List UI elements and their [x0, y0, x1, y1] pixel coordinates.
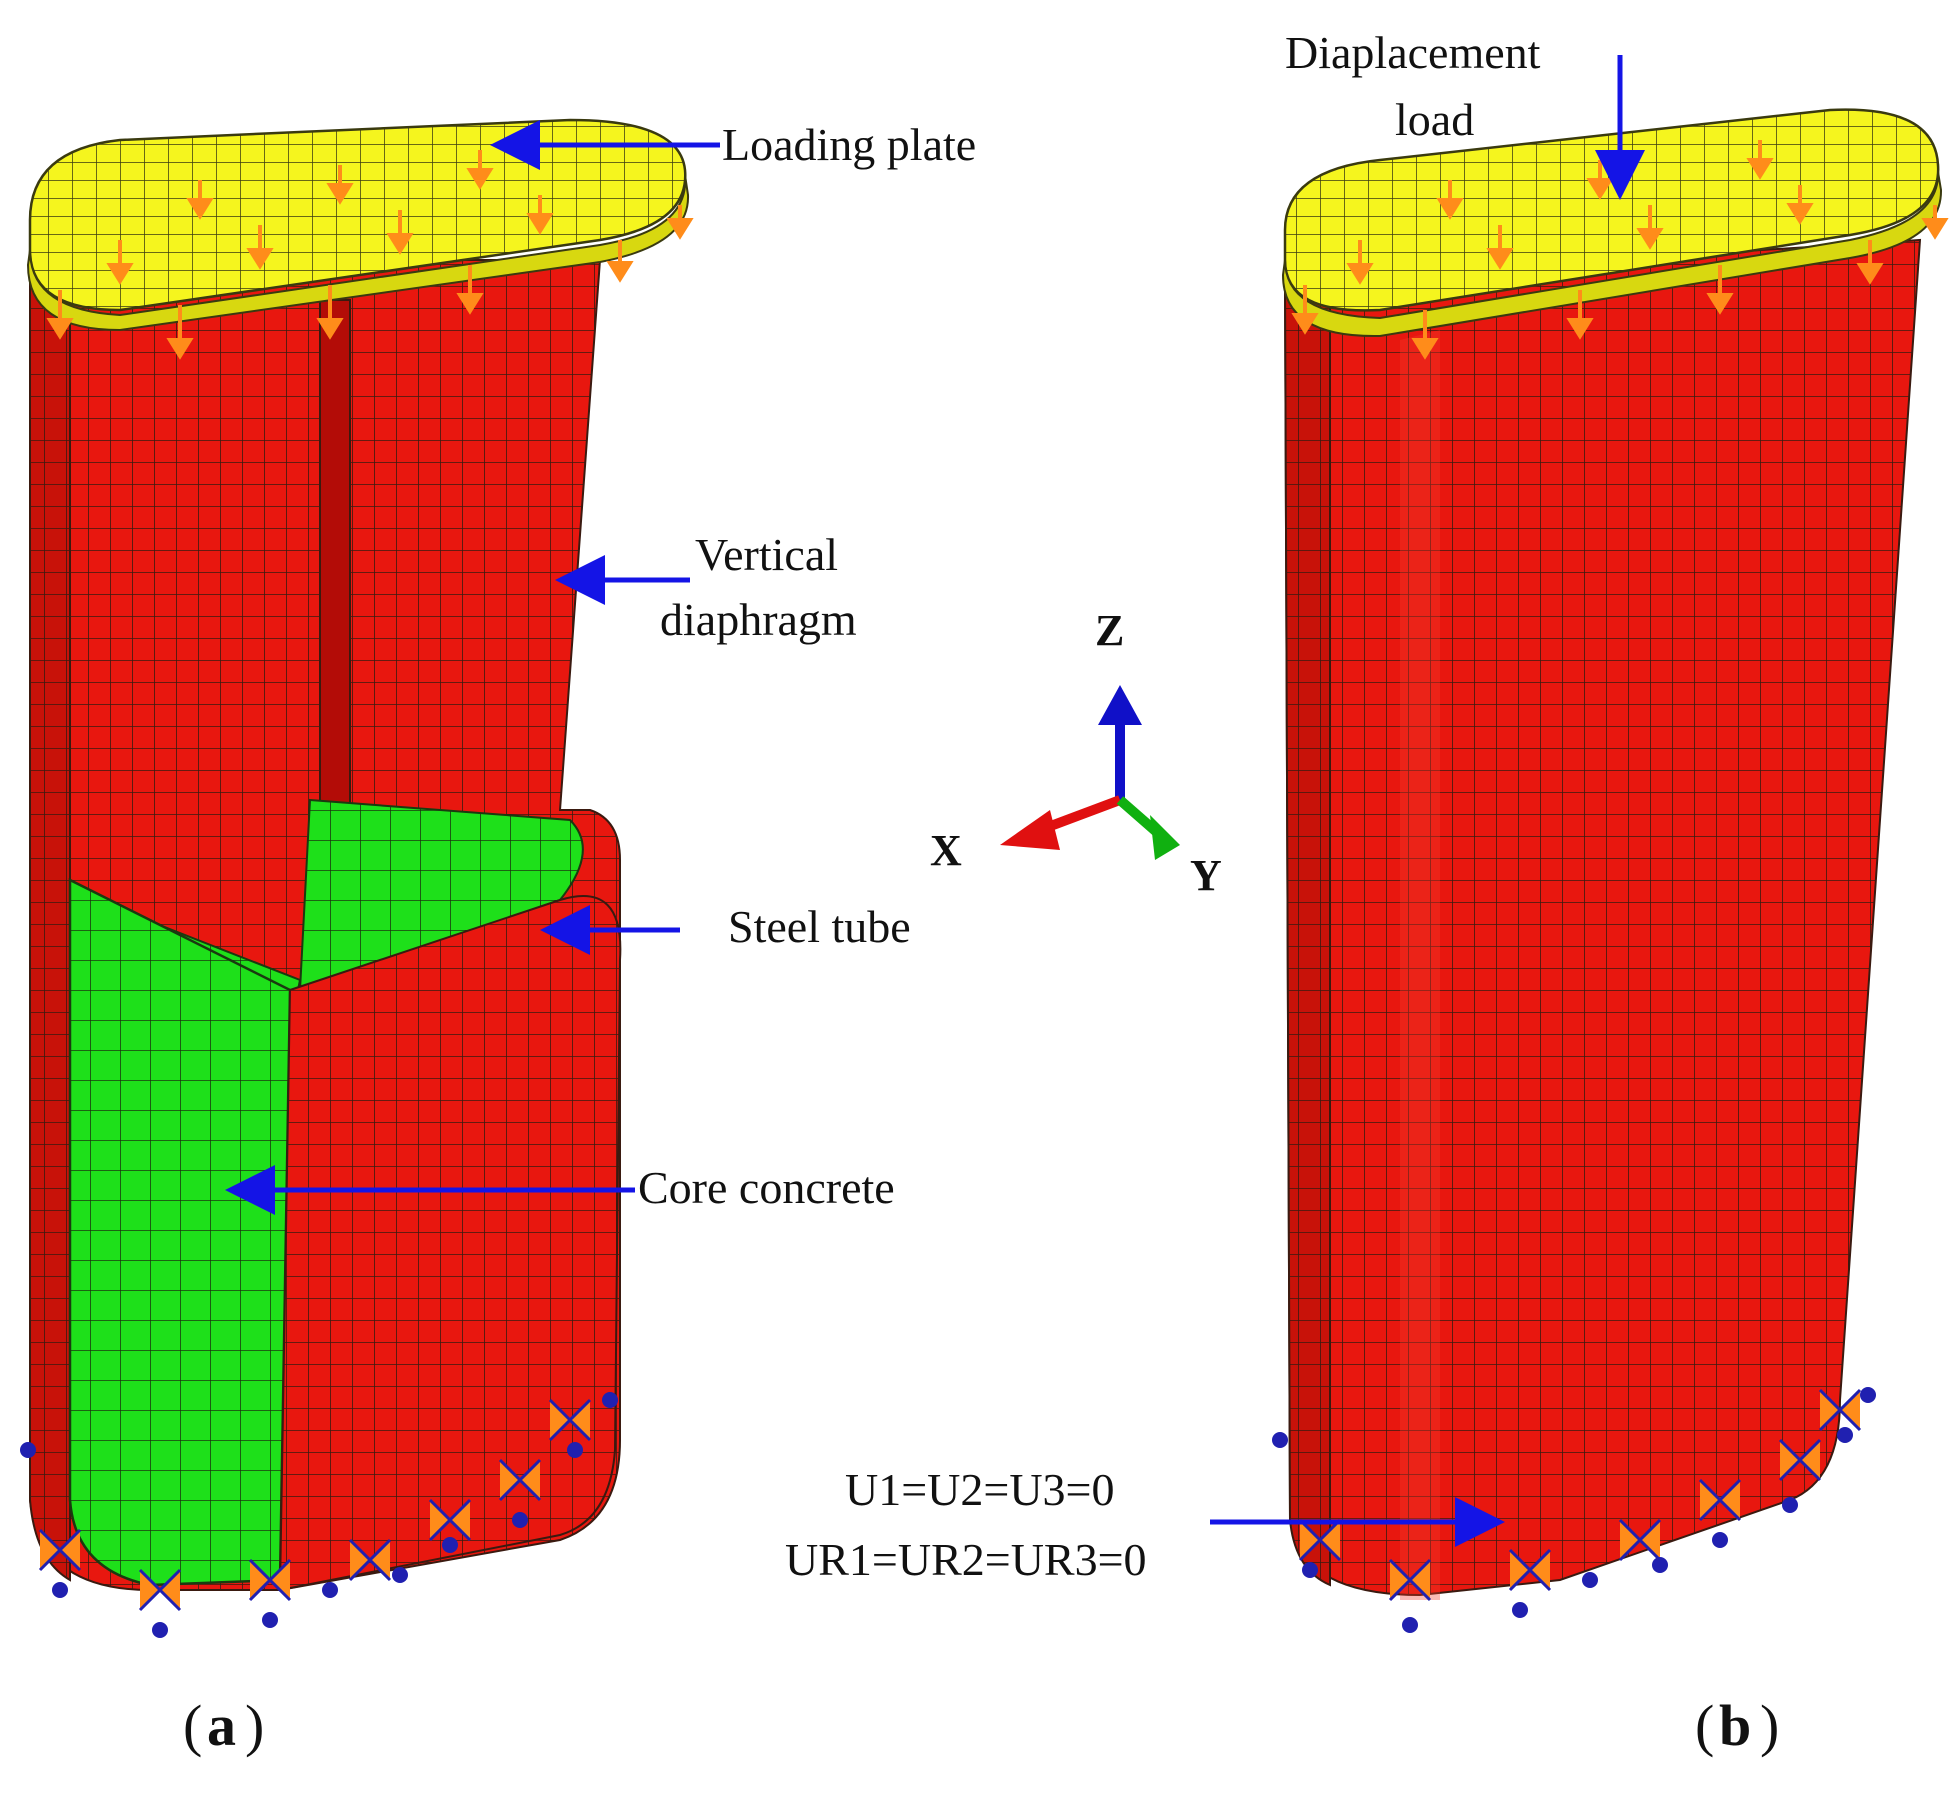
axis-y-label: Y — [1190, 851, 1222, 900]
vertical-diaphragm-a — [319, 299, 351, 832]
axis-triad: Z X Y — [930, 606, 1222, 900]
annotation-labels: Loading plate Vertical diaphragm Steel t… — [638, 27, 1541, 1585]
label-displacement-load-2: load — [1395, 94, 1474, 145]
caption-a-open: ( — [183, 1693, 202, 1758]
caption-a: a — [207, 1693, 236, 1758]
axis-x-label: X — [930, 826, 962, 875]
axis-x-arrowhead — [1000, 810, 1060, 850]
supports-a — [20, 1392, 618, 1638]
section-model-a — [20, 118, 694, 1638]
section-model-b — [1272, 108, 1949, 1633]
label-steel-tube: Steel tube — [728, 901, 911, 952]
core-concrete-a — [68, 877, 292, 1587]
label-vertical-diaphragm-2: diaphragm — [660, 594, 857, 645]
steel-tube-highlight-b — [1400, 330, 1440, 1600]
label-boundary-2: UR1=UR2=UR3=0 — [785, 1534, 1147, 1585]
leader-lines — [225, 55, 1645, 1547]
displacement-plate-rim-b — [1281, 171, 1943, 338]
label-displacement-load-1: Diaplacement — [1285, 27, 1541, 78]
panel-captions: ( a ) ( b ) — [183, 1693, 1779, 1758]
axis-z-label: Z — [1095, 606, 1124, 655]
label-vertical-diaphragm-1: Vertical — [695, 529, 838, 580]
steel-tube-edge-a — [29, 258, 71, 1582]
caption-b-close: ) — [1760, 1693, 1779, 1758]
label-core-concrete: Core concrete — [638, 1162, 895, 1213]
caption-b-open: ( — [1695, 1693, 1714, 1758]
steel-tube-front-a — [278, 895, 622, 1592]
steel-tube-body-b — [1283, 238, 1922, 1597]
caption-b: b — [1719, 1693, 1751, 1758]
displacement-plate-b — [1283, 108, 1940, 312]
load-arrows-a — [46, 150, 694, 360]
caption-a-close: ) — [245, 1693, 264, 1758]
label-loading-plate: Loading plate — [722, 119, 976, 170]
steel-tube-edge-b — [1283, 278, 1331, 1587]
label-boundary-1: U1=U2=U3=0 — [845, 1464, 1115, 1515]
axis-z-arrowhead — [1098, 685, 1142, 725]
supports-b — [1272, 1387, 1876, 1633]
axis-y-arrowhead — [1150, 815, 1180, 860]
